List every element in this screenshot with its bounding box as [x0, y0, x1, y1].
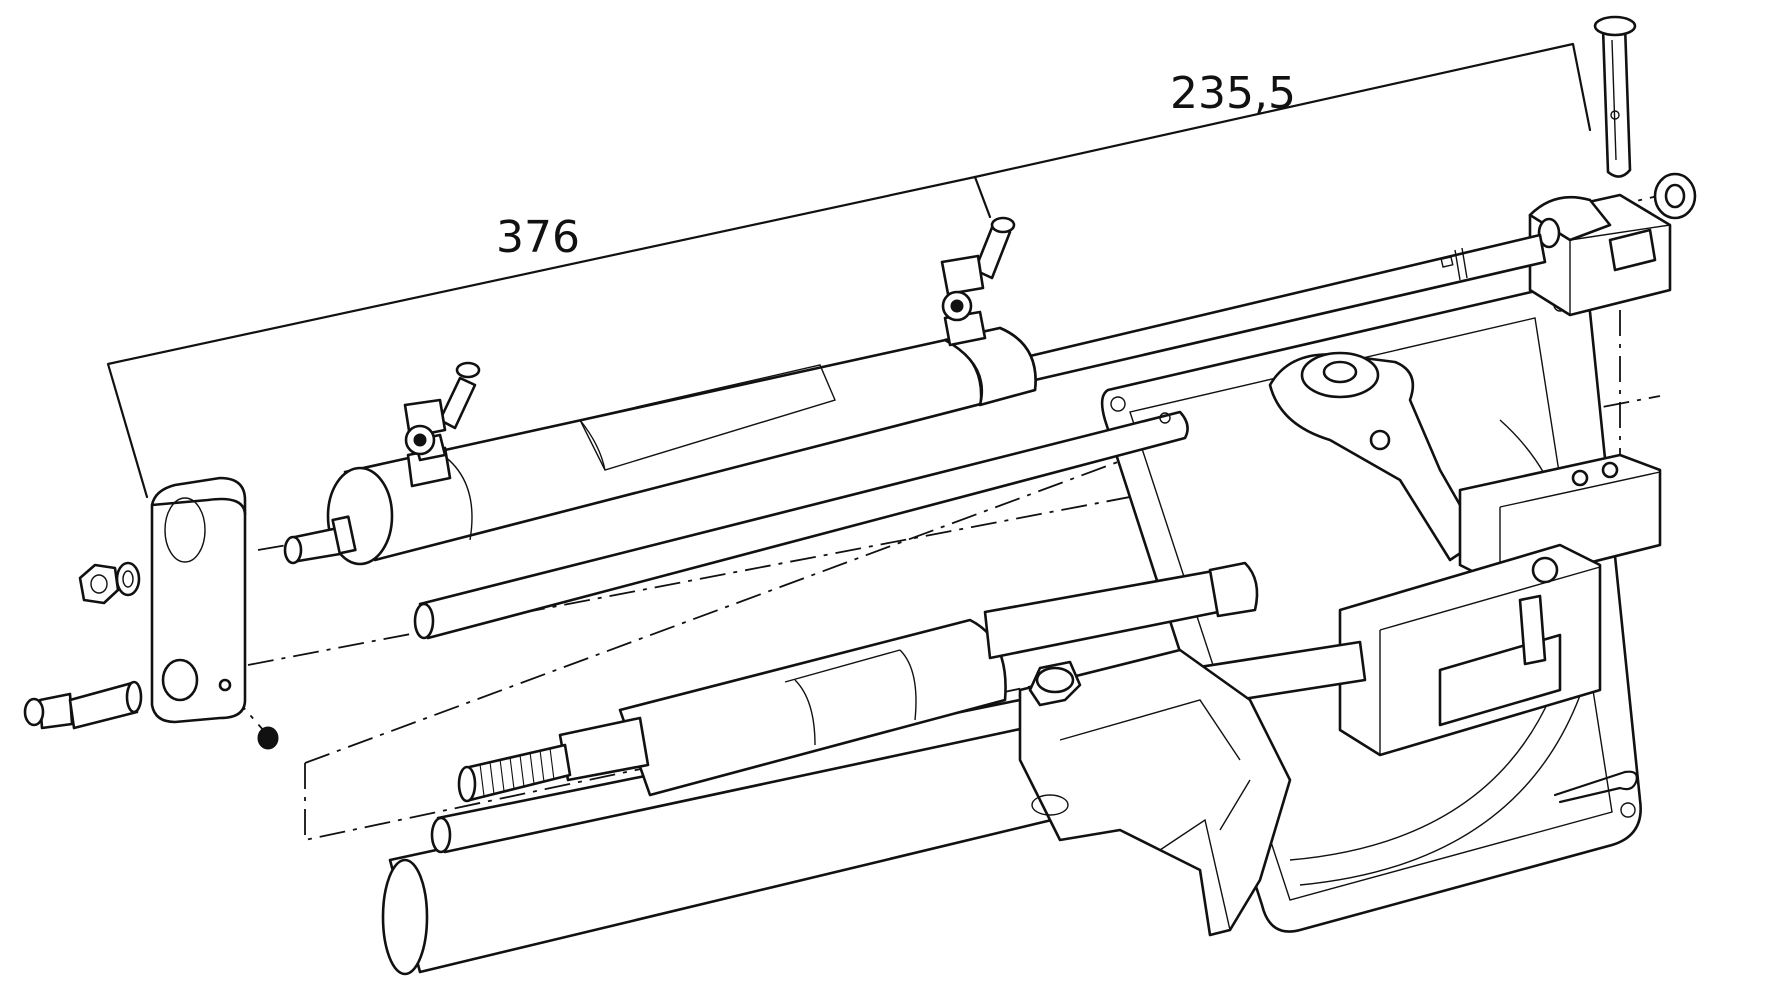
end-bracket	[150, 476, 247, 724]
pivot-pin	[1593, 15, 1637, 178]
dimension-label-376: 376	[496, 212, 580, 263]
bracket-block	[1458, 453, 1662, 587]
bracket-nut-washer	[78, 561, 141, 605]
set-screw	[257, 726, 279, 750]
pin-nut	[1653, 172, 1697, 220]
cotter-pin	[1553, 770, 1638, 804]
steering-cylinder	[381, 561, 1259, 976]
dimension-line-376	[106, 175, 992, 499]
hydraulic-fitting-left	[403, 361, 481, 488]
dimension-lines: 376 235,5	[106, 42, 1592, 499]
hydraulic-cylinder	[283, 326, 1037, 566]
pivot-bracket	[1528, 193, 1672, 317]
dimension-label-235-5: 235,5	[1170, 68, 1296, 119]
bracket-bolt	[23, 680, 143, 730]
tiller-arm	[1268, 351, 1482, 562]
cylinder-mount	[1018, 648, 1292, 937]
hydraulic-fitting-right	[940, 216, 1016, 347]
dimension-line-235-5	[973, 42, 1592, 179]
thread-hatch	[479, 747, 555, 797]
middle-rod	[413, 410, 1189, 640]
clevis-yoke	[1338, 543, 1602, 757]
